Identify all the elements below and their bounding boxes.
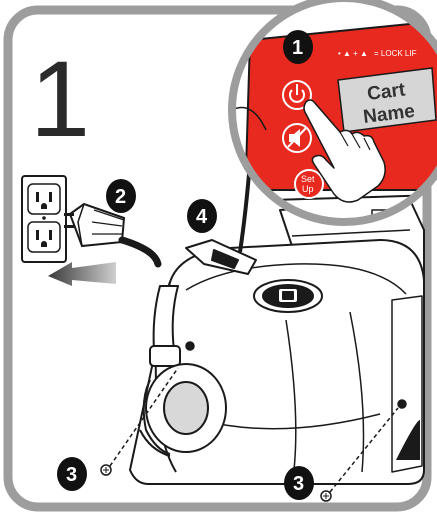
svg-text:4: 4	[196, 206, 208, 228]
callout-badge-3-left: 3	[57, 457, 87, 491]
setup-button: Set Up	[295, 170, 323, 198]
callout-badge-2: 2	[106, 179, 136, 213]
svg-text:1: 1	[292, 37, 303, 59]
svg-text:3: 3	[66, 464, 77, 486]
lock-legend: = LOCK LIF	[374, 49, 417, 58]
mute-button	[283, 124, 311, 152]
wall-outlet-icon	[22, 176, 66, 262]
setup-line2: Up	[302, 184, 314, 194]
setup-line1: Set	[301, 174, 315, 184]
step-number: 1	[30, 38, 90, 159]
cart-name-label: Cart Name	[338, 68, 436, 132]
callout-badge-3-right: 3	[284, 466, 314, 500]
callout-badge-4: 4	[187, 199, 217, 233]
callout-badge-1: 1	[283, 30, 313, 64]
lock-legend-prefix: • ▲ + ▲	[338, 49, 368, 58]
svg-text:3: 3	[293, 473, 304, 495]
svg-text:2: 2	[115, 186, 126, 208]
